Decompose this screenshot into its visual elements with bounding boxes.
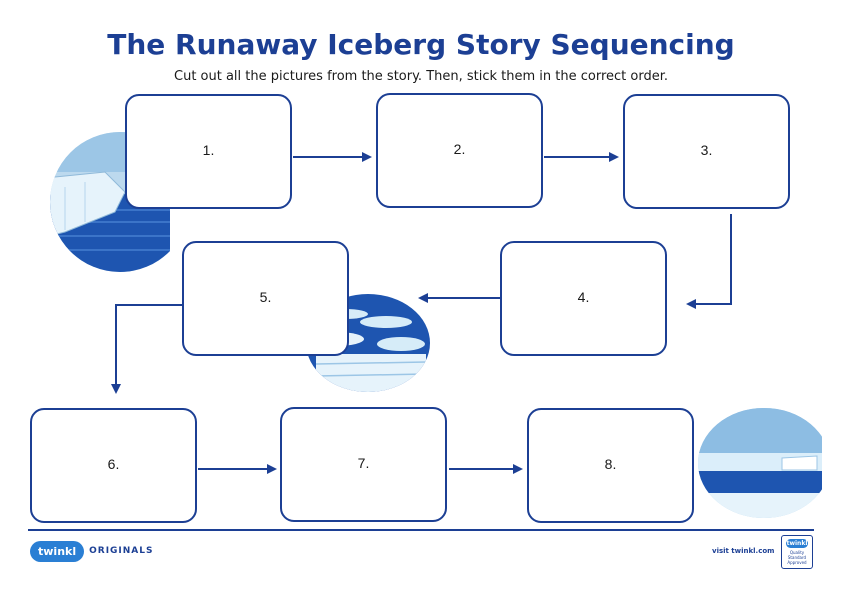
logo-originals: ORIGINALS [89,546,154,556]
box-number: 8. [604,456,617,472]
instructions: Cut out all the pictures from the story.… [174,69,668,84]
sequence-box-6: 6. [30,408,197,523]
arrow-3-to-4 [686,214,732,309]
logo-brand: twinkl [30,540,85,562]
footer-divider [28,529,814,531]
visit-link[interactable]: visit twinkl.com [712,547,775,555]
box-number: 2. [453,141,466,157]
box-number: 4. [577,289,590,305]
sequence-box-4: 4. [500,241,667,356]
box-number: 5. [259,289,272,305]
badge-brand: twinkl [786,539,808,548]
sequence-box-8: 8. [527,408,694,523]
box-number: 3. [700,142,713,158]
sea-ice-illustration [698,408,822,518]
sequence-box-1: 1. [125,94,292,209]
quality-badge: twinkl Quality Standard Approved [781,535,813,569]
sequence-box-7: 7. [280,407,447,522]
box-number: 6. [107,456,120,472]
page-title: The Runaway Iceberg Story Sequencing [107,28,735,61]
box-number: 1. [202,142,215,158]
sequence-box-3: 3. [623,94,790,209]
sequence-box-2: 2. [376,93,543,208]
twinkl-logo: twinkl ORIGINALS [30,538,154,564]
sequence-box-5: 5. [182,241,349,356]
box-number: 7. [357,455,370,471]
arrow-5-to-6 [111,304,182,394]
badge-text: Quality Standard Approved [787,550,807,565]
